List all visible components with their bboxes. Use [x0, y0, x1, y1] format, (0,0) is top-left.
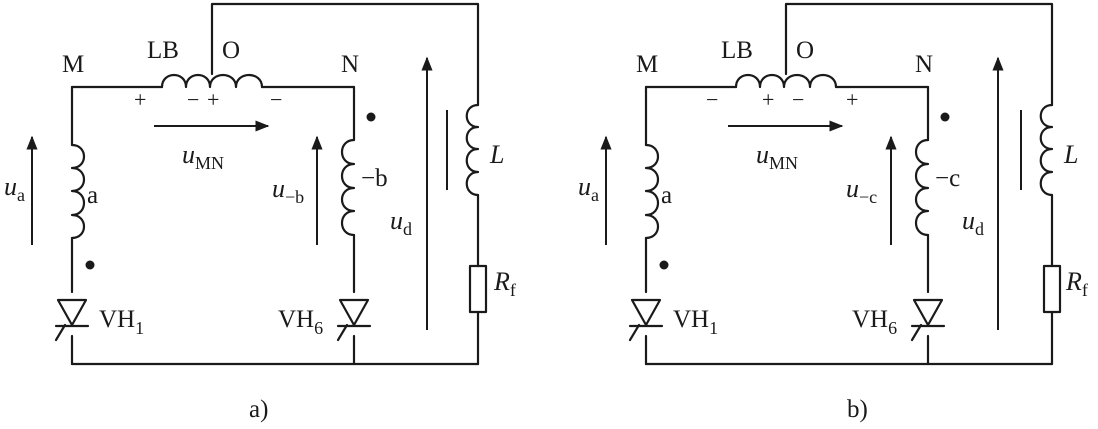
label-rf: Rf	[1065, 267, 1088, 300]
lb-sign-3: +	[207, 87, 219, 112]
lb-sign-1: −	[706, 87, 718, 112]
label-lb: LB	[147, 37, 179, 64]
polarity-dot-right	[940, 112, 950, 122]
label-vh1: VH1	[99, 306, 144, 338]
label-winding-right: −b	[361, 165, 388, 192]
polarity-dot-left	[85, 260, 95, 270]
caption-b: b)	[847, 396, 868, 423]
node-label-n: N	[915, 51, 933, 78]
balance-reactor-coil	[734, 73, 838, 89]
label-ud: ud	[962, 206, 984, 239]
lb-sign-4: +	[846, 87, 858, 112]
node-label-m: M	[62, 51, 84, 78]
resistor-Rf	[1042, 264, 1062, 314]
node-label-m: M	[636, 51, 658, 78]
caption-a: a)	[249, 396, 268, 423]
label-vh1: VH1	[673, 306, 718, 338]
label-winding-a: a	[87, 182, 98, 209]
inductor-L	[1039, 103, 1054, 197]
lb-sign-2: +	[762, 87, 774, 112]
thyristor-vh1	[628, 298, 664, 342]
label-umn: uMN	[756, 140, 798, 173]
label-o: O	[222, 37, 240, 64]
inductor-L	[465, 103, 480, 197]
winding-right	[340, 138, 356, 237]
thyristor-vh6	[336, 298, 372, 342]
lb-sign-1: +	[134, 87, 146, 112]
wire-center-tap	[784, 2, 1054, 107]
winding-right	[914, 138, 930, 237]
lb-sign-2: −	[187, 87, 199, 112]
lb-sign-3: −	[792, 87, 804, 112]
label-inductor-L: L	[1063, 140, 1078, 169]
label-vh6: VH6	[278, 306, 323, 338]
balance-reactor-coil	[160, 73, 264, 89]
thyristor-vh6	[910, 298, 946, 342]
label-vh6: VH6	[852, 306, 897, 338]
thyristor-vh1	[54, 298, 90, 342]
node-label-n: N	[341, 51, 359, 78]
circuit-diagram-b: M N LB O − + − + uMN ua a u−c −c ud L Rf…	[578, 2, 1088, 423]
label-o: O	[796, 37, 814, 64]
label-u-right: u−b	[272, 174, 304, 207]
winding-a	[70, 143, 86, 240]
wire-center-tap	[210, 2, 480, 107]
lb-sign-4: −	[270, 87, 282, 112]
label-winding-right: −c	[935, 165, 960, 192]
label-ud: ud	[390, 206, 412, 239]
polarity-dot-right	[366, 112, 376, 122]
circuit-diagram-a: M N LB O + − + − uMN ua a u−b −b ud L Rf…	[4, 2, 516, 423]
polarity-dot-left	[659, 260, 669, 270]
resistor-Rf	[468, 264, 488, 314]
label-lb: LB	[721, 37, 753, 64]
label-inductor-L: L	[489, 140, 504, 169]
label-rf: Rf	[493, 267, 516, 300]
label-u-right: u−c	[846, 174, 877, 207]
label-ua: ua	[4, 172, 25, 205]
label-umn: uMN	[182, 140, 224, 173]
label-ua: ua	[578, 172, 599, 205]
label-winding-a: a	[661, 182, 672, 209]
winding-a	[644, 143, 660, 240]
